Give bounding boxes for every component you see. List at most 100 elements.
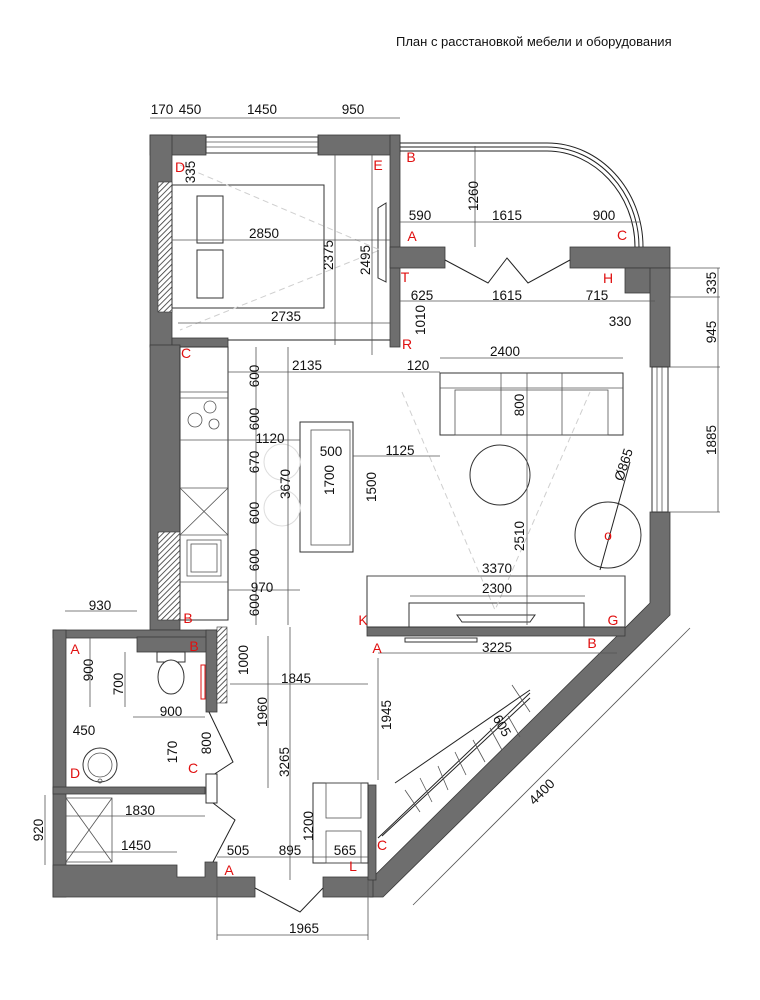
dimension-lines	[44, 117, 720, 940]
dim-label: 1960	[255, 697, 270, 727]
dim-label: 600	[247, 408, 262, 431]
marker-label: G	[608, 612, 619, 628]
balcony-door	[444, 257, 571, 284]
marker-label: H	[603, 270, 613, 286]
marker-label: C	[188, 760, 198, 776]
dim-label: 700	[111, 673, 126, 696]
dim-label: 2850	[249, 226, 279, 241]
staircase	[377, 684, 531, 839]
dim-label: 1450	[247, 102, 277, 117]
dim-label: 2300	[482, 581, 512, 596]
cooktop	[187, 400, 220, 430]
dim-label: 900	[81, 659, 96, 682]
dim-label: 600	[247, 502, 262, 525]
dim-label: 1830	[125, 803, 155, 818]
heated-towel-rail	[200, 664, 206, 700]
shower-tray	[65, 797, 113, 863]
elevation-markers: D E B A C T H R C B K G A B A B D C A L …	[70, 149, 627, 878]
entrance-door	[254, 887, 324, 913]
dim-label: 800	[199, 732, 214, 755]
bathroom-door	[208, 711, 234, 776]
dim-label: 1615	[492, 208, 522, 223]
dim-label: 335	[704, 272, 719, 295]
marker-label: K	[358, 612, 368, 628]
window-living	[651, 366, 669, 513]
dim-label: 1000	[236, 645, 251, 675]
dining-table	[574, 501, 642, 569]
marker-label: A	[70, 641, 80, 657]
dim-label: 670	[247, 451, 262, 474]
dim-label: 1885	[704, 425, 719, 455]
marker-label: L	[349, 858, 357, 874]
marker-label: D	[175, 159, 185, 175]
sink	[186, 539, 222, 577]
dim-label: 3265	[277, 747, 292, 777]
dim-label: 2495	[358, 245, 373, 275]
kitchen-cabinets	[179, 346, 229, 621]
dim-label: 1500	[364, 472, 379, 502]
balcony-glazing	[400, 142, 644, 248]
dim-label: 170	[165, 741, 180, 764]
dim-label: 715	[586, 288, 609, 303]
dim-label: 800	[512, 394, 527, 417]
marker-label: R	[402, 336, 412, 352]
dim-label: 2375	[321, 240, 336, 270]
dim-label: 500	[320, 444, 343, 459]
marker-label: D	[70, 765, 80, 781]
dim-label: 565	[334, 843, 357, 858]
shelf	[404, 637, 478, 643]
dim-label: 3670	[278, 469, 293, 499]
insulation-hatch	[157, 181, 228, 704]
marker-label: T	[401, 269, 410, 285]
dim-label: 3225	[482, 640, 512, 655]
dim-label: 600	[247, 365, 262, 388]
dim-label: 335	[183, 161, 198, 184]
dim-label: Ø865	[611, 447, 635, 483]
dim-label: 920	[31, 819, 46, 842]
marker-label: C	[181, 345, 191, 361]
dim-label: 1200	[301, 811, 316, 841]
dim-label: 930	[89, 598, 112, 613]
tv-unit	[366, 575, 626, 628]
dim-label: 4400	[526, 776, 558, 808]
dim-label: 1450	[121, 838, 151, 853]
dim-label: 970	[251, 580, 274, 595]
bed	[171, 184, 325, 309]
dim-label: 1260	[466, 181, 481, 211]
plan-title: План с расстановкой мебели и оборудовани…	[396, 34, 672, 49]
dim-label: 945	[704, 321, 719, 344]
dim-label: 2510	[512, 521, 527, 551]
coffee-table	[469, 444, 531, 506]
dim-label: 505	[227, 843, 250, 858]
dim-label: 1010	[413, 305, 428, 335]
dim-label: 170	[151, 102, 174, 117]
marker-label: A	[224, 862, 234, 878]
hall-cabinet	[312, 782, 369, 864]
dim-label: 590	[409, 208, 432, 223]
marker-label: o	[604, 527, 612, 543]
dim-label: 1845	[281, 671, 311, 686]
dim-label: 3370	[482, 561, 512, 576]
marker-label: B	[183, 610, 192, 626]
bar-stool	[263, 443, 301, 481]
dim-label: 900	[160, 704, 183, 719]
marker-label: B	[189, 638, 198, 654]
dim-label: 2400	[490, 344, 520, 359]
dim-label: 1120	[255, 431, 284, 446]
dim-label: 1945	[379, 700, 394, 730]
dim-label: 600	[247, 594, 262, 617]
marker-label: C	[377, 837, 387, 853]
dim-label: 895	[279, 843, 302, 858]
dim-label: 330	[609, 314, 632, 329]
window-bedroom	[205, 136, 319, 154]
sofa	[439, 372, 624, 436]
bar-stool	[263, 489, 301, 527]
door-frame	[205, 773, 218, 804]
toilet	[156, 651, 186, 695]
dim-label: 1700	[322, 465, 337, 495]
dim-label: 2135	[292, 358, 322, 373]
dim-label: 600	[247, 549, 262, 572]
marker-label: A	[372, 640, 382, 656]
bedroom-tv	[377, 202, 387, 283]
